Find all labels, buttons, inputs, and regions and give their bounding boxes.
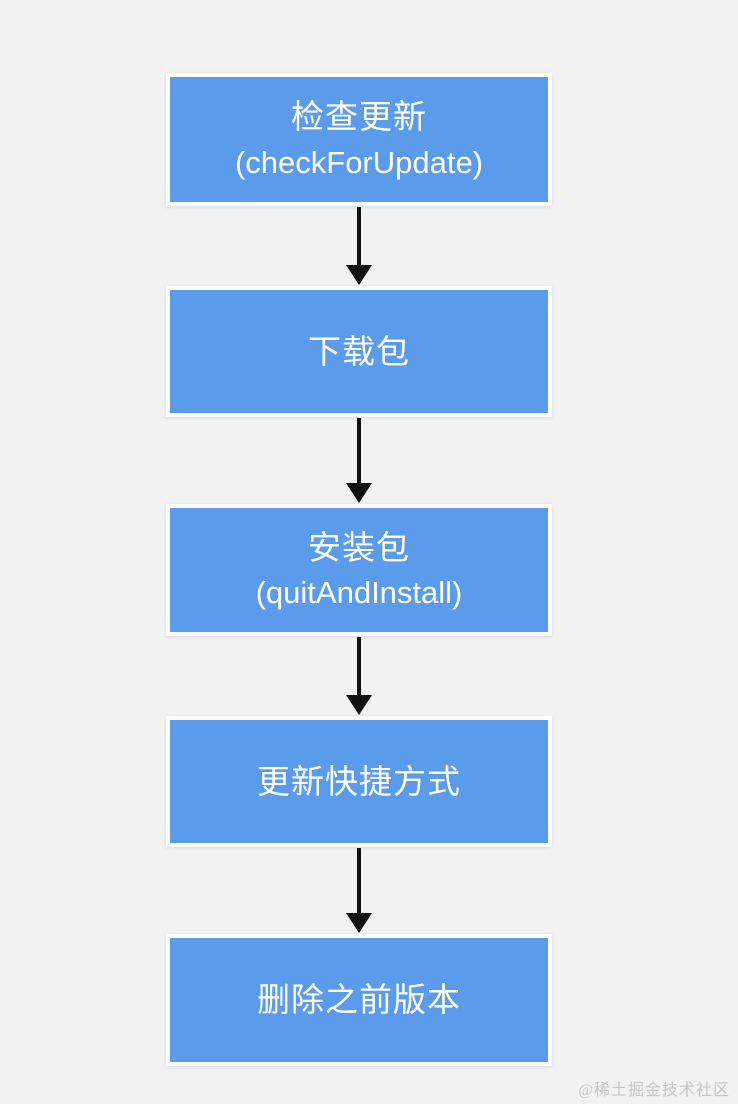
flow-node-subtitle: (checkForUpdate) <box>234 144 484 180</box>
arrow-shaft <box>357 848 361 914</box>
arrow-down-icon <box>346 207 372 285</box>
arrow-head <box>346 483 372 503</box>
flow-node-update-shortcut: 更新快捷方式 <box>166 716 552 847</box>
flow-node-subtitle: (quitAndInstall) <box>255 575 463 611</box>
flow-node-install-package: 安装包 (quitAndInstall) <box>166 504 552 636</box>
arrow-shaft <box>357 207 361 266</box>
arrow-head <box>346 265 372 285</box>
flow-node-title: 删除之前版本 <box>257 981 461 1019</box>
flow-node-download-package: 下载包 <box>166 286 552 417</box>
arrow-down-icon <box>346 418 372 503</box>
arrow-shaft <box>357 418 361 484</box>
arrow-head <box>346 695 372 715</box>
flow-node-title: 检查更新 <box>291 98 427 136</box>
flow-node-delete-previous-version: 删除之前版本 <box>166 934 552 1066</box>
arrow-down-icon <box>346 637 372 715</box>
watermark: @稀土掘金技术社区 <box>578 1082 730 1099</box>
arrow-shaft <box>357 637 361 696</box>
arrow-down-icon <box>346 848 372 933</box>
flow-node-title: 更新快捷方式 <box>257 762 461 800</box>
flow-node-check-update: 检查更新 (checkForUpdate) <box>166 73 552 206</box>
arrow-head <box>346 913 372 933</box>
flow-node-title: 下载包 <box>308 332 410 370</box>
flow-node-title: 安装包 <box>308 528 410 566</box>
